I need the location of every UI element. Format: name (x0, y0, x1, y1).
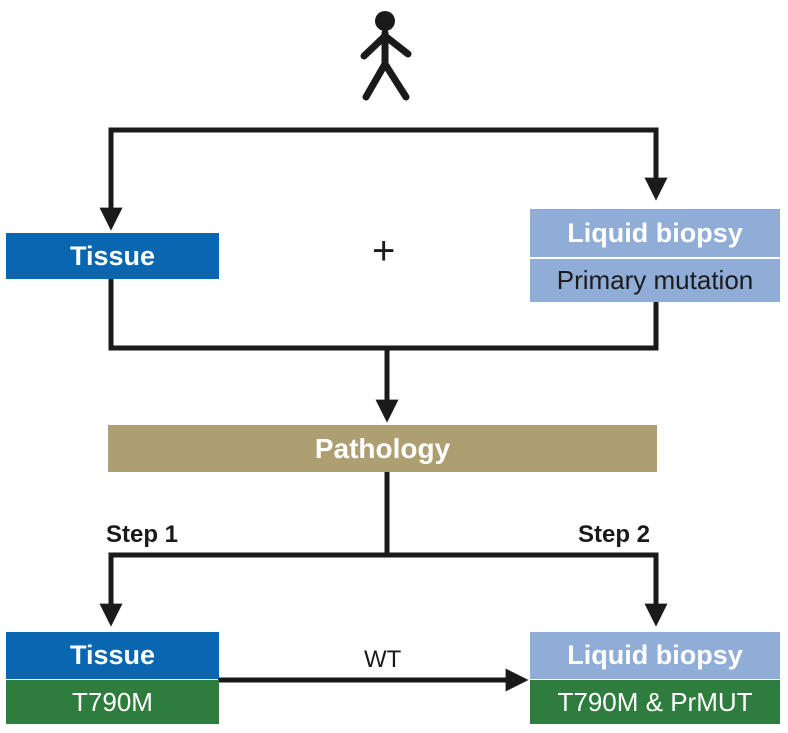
primary-mutation-label: Primary mutation (556, 265, 754, 295)
bottom-tissue-label: Tissue (69, 640, 156, 670)
tissue-box: Tissue (6, 233, 219, 279)
bottom-liquid-biopsy-label: Liquid biopsy (567, 640, 743, 670)
bottom-liquid-biopsy-box: Liquid biopsy (530, 632, 780, 679)
top-connector (108, 127, 668, 203)
person-icon (360, 11, 412, 101)
liquid-biopsy-label: Liquid biopsy (567, 217, 743, 248)
pathology-box: Pathology (108, 425, 657, 472)
t790m-prmut-label: T790M & PrMUT (557, 686, 753, 717)
t790m-box: T790M (6, 680, 219, 724)
wt-label: WT (364, 646, 402, 673)
merge-connector (108, 278, 659, 351)
t790m-prmut-box: T790M & PrMUT (530, 680, 780, 724)
bottom-tissue-box: Tissue (6, 632, 219, 679)
step1-label: Step 1 (106, 521, 179, 548)
t790m-label: T790M (72, 686, 153, 717)
step-connector (108, 552, 659, 618)
liquid-biopsy-box: Liquid biopsy (530, 209, 780, 257)
pathology-label: Pathology (314, 432, 451, 464)
tissue-label: Tissue (69, 240, 156, 271)
plus-sign: + (372, 229, 396, 273)
primary-mutation-box: Primary mutation (530, 259, 780, 302)
step2-label: Step 2 (578, 521, 651, 548)
